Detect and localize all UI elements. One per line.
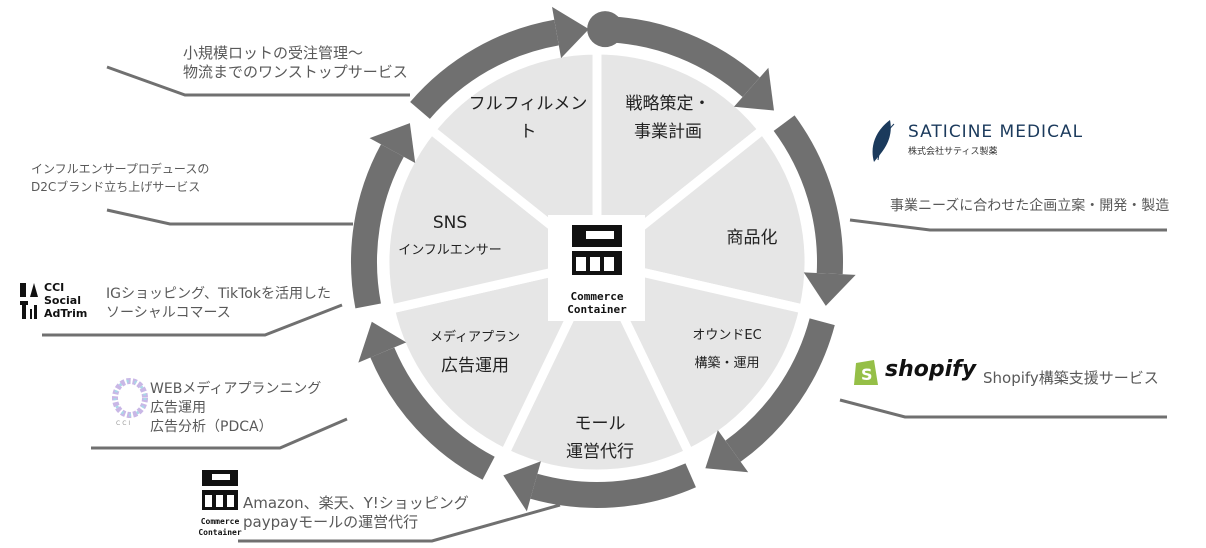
adtrim-icon xyxy=(20,283,38,319)
pie-slice xyxy=(380,123,608,315)
ring-arrowhead xyxy=(369,123,416,164)
pie-segments xyxy=(380,45,814,479)
shopify-wordmark: shopify xyxy=(885,357,977,382)
segment-mall: モール運営代行 xyxy=(566,414,634,462)
connector-line xyxy=(106,65,410,97)
connector-line xyxy=(106,208,353,226)
segment-fulfillment: フルフィルメント xyxy=(468,94,588,142)
desc-media: WEBメディアプランニング広告運用広告分析（PDCA） xyxy=(150,381,322,435)
ring-arrowhead xyxy=(358,321,407,363)
ring-arrow-body xyxy=(773,115,843,275)
cci-logo: CCI xyxy=(110,378,150,427)
ring-arrowhead xyxy=(705,430,749,473)
shopify-bag-icon: S xyxy=(854,360,878,385)
connector-line xyxy=(849,218,1167,232)
ring-arrow-body xyxy=(530,463,696,508)
connector-line xyxy=(42,303,343,337)
ring-arrow-body xyxy=(604,16,760,98)
desc-fulfillment: 小規模ロットの受注管理～物流までのワンストップサービス xyxy=(183,44,408,81)
connector-lines xyxy=(42,65,1167,543)
connector-line xyxy=(91,417,348,450)
pie-slice xyxy=(499,251,695,479)
center-logo-line2: Container xyxy=(567,303,627,316)
connector-line xyxy=(839,398,1167,419)
segment-strategy: 戦略策定・事業計画 xyxy=(625,94,711,142)
cci-ring-icon xyxy=(112,378,148,418)
ring-arrow-body xyxy=(725,318,835,462)
desc-social-commerce: IGショッピング、TikTokを活用したソーシャルコマース xyxy=(106,286,331,321)
ring-arrowhead xyxy=(552,6,589,59)
ring-arrow-body xyxy=(351,144,404,309)
svg-text:S: S xyxy=(861,365,873,384)
pie-slice xyxy=(424,45,602,272)
pie-slice xyxy=(592,45,770,272)
ring-arrow-body xyxy=(370,347,495,480)
center-logo-text: Commerce Container xyxy=(567,290,627,316)
shopify-logo: S shopify xyxy=(853,355,976,391)
saticine-leaf-icon xyxy=(872,120,895,162)
ring-arrowhead xyxy=(503,461,541,512)
center-logo-icon xyxy=(572,225,622,275)
desc-product: 事業ニーズに合わせた企画立案・開発・製造 xyxy=(890,198,1170,214)
pie-slice xyxy=(586,123,814,315)
saticine-name: SATICINE MEDICAL xyxy=(908,122,1084,142)
desc-shopify: Shopify構築支援サービス xyxy=(983,369,1159,387)
saticine-sub: 株式会社サティス製薬 xyxy=(908,147,998,157)
pie-slice xyxy=(384,255,606,460)
segment-media: メディアプラン広告運用 xyxy=(429,330,521,376)
ring-arrowhead xyxy=(803,272,856,306)
pie-slice xyxy=(588,255,810,460)
saticine-logo: SATICINE MEDICAL 株式会社サティス製薬 xyxy=(868,118,1082,168)
connector-line xyxy=(238,503,561,543)
ring-arrows xyxy=(351,6,856,512)
commerce-container-icon xyxy=(202,470,238,510)
ring-arrowhead xyxy=(733,67,774,111)
ring-arrow-body xyxy=(410,19,559,120)
center-logo-line1: Commerce xyxy=(570,290,624,303)
cycle-start-dot xyxy=(587,11,624,48)
segment-productization: 商品化 xyxy=(726,228,778,248)
